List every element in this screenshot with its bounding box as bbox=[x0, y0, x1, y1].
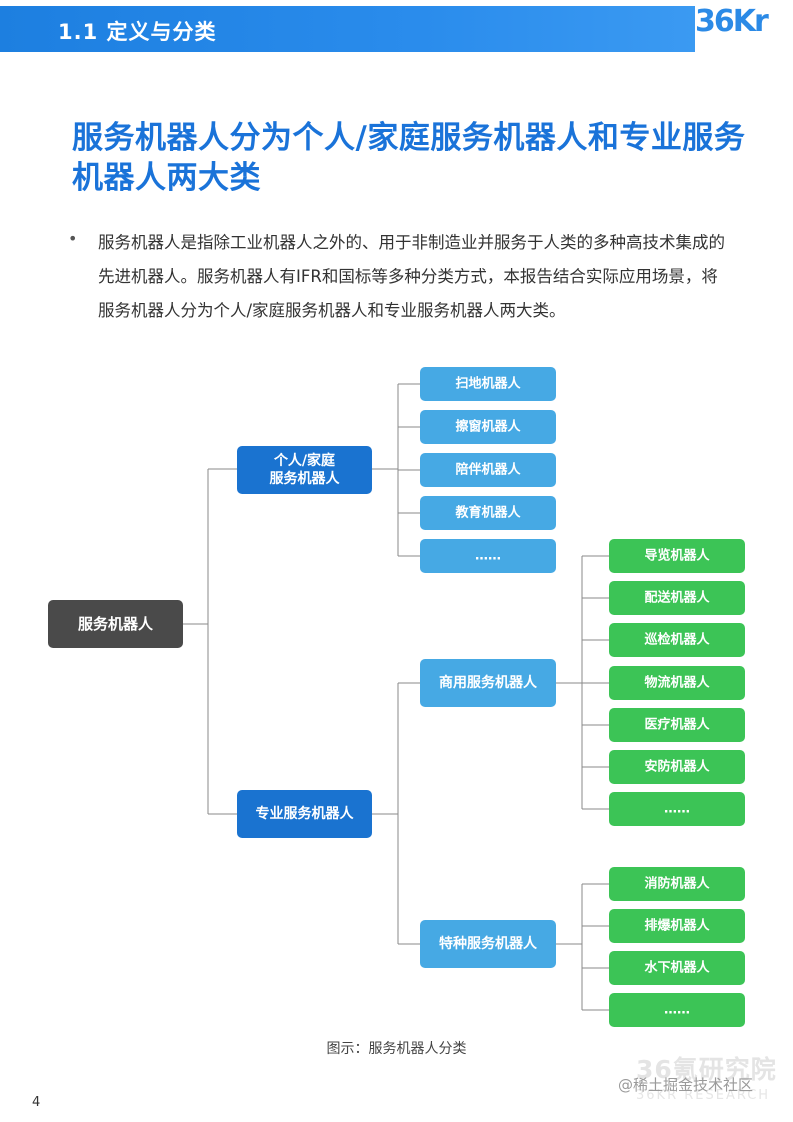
node-personal-label: 个人/家庭 bbox=[273, 452, 336, 469]
node-personal-leaf-label: 陪伴机器人 bbox=[455, 462, 521, 478]
node-commercial-leaf-box bbox=[609, 623, 745, 657]
node-commercial-leaf-label: 巡检机器人 bbox=[644, 632, 710, 648]
node-special-box bbox=[420, 920, 556, 968]
node-commercial-leaf: 导览机器人 bbox=[609, 539, 745, 573]
watermark-brand: 36氪研究院 bbox=[636, 1055, 777, 1084]
logo-text: 36Kr bbox=[695, 4, 769, 39]
bullet-paragraph: 服务机器人是指除工业机器人之外的、用于非制造业并服务于人类的多种高技术集成的先进… bbox=[98, 233, 725, 320]
node-special-label: 特种服务机器人 bbox=[439, 935, 538, 952]
node-professional: 专业服务机器人 bbox=[237, 790, 372, 838]
node-special: 特种服务机器人 bbox=[420, 920, 556, 968]
bullet-marker: • bbox=[68, 229, 78, 248]
node-special-leaf-box bbox=[609, 993, 745, 1027]
node-personal-leaf-box bbox=[420, 410, 556, 444]
node-personal-leaf: 陪伴机器人 bbox=[420, 453, 556, 487]
node-commercial-leaf: 安防机器人 bbox=[609, 750, 745, 784]
section-title: 1.1 定义与分类 bbox=[58, 20, 217, 44]
node-commercial-leaf-label: 医疗机器人 bbox=[644, 717, 710, 733]
node-personal-leaf-label: 擦窗机器人 bbox=[455, 419, 521, 435]
watermark-sub: 36KR RESEARCH bbox=[636, 1088, 771, 1103]
node-commercial-leaf-box bbox=[609, 581, 745, 615]
node-root-label: 服务机器人 bbox=[78, 615, 154, 633]
node-special-leaf-box bbox=[609, 909, 745, 943]
node-commercial-leaf: 巡检机器人 bbox=[609, 623, 745, 657]
node-commercial-leaf-box bbox=[609, 792, 745, 826]
node-personal-leaf: 扫地机器人 bbox=[420, 367, 556, 401]
node-root: 服务机器人 bbox=[48, 600, 183, 648]
page-number: 4 bbox=[32, 1095, 41, 1110]
node-personal-leaf: …… bbox=[420, 539, 556, 573]
node-special-leaf-label: 消防机器人 bbox=[644, 876, 710, 892]
node-personal-leaf-label: 扫地机器人 bbox=[455, 376, 521, 392]
node-commercial-leaf-label: 安防机器人 bbox=[644, 759, 710, 775]
watermark-community: @稀土掘金技术社区 bbox=[618, 1076, 754, 1094]
header-bar: 1.1 定义与分类 36Kr bbox=[0, 0, 793, 54]
node-commercial-leaf: 配送机器人 bbox=[609, 581, 745, 615]
node-personal-leaf-label: 教育机器人 bbox=[454, 505, 521, 521]
page-headline: 服务机器人分为个人/家庭服务机器人和专业服务机器人两大类 bbox=[72, 120, 746, 196]
node-personal-box bbox=[237, 446, 372, 494]
brand-logo: 36Kr bbox=[695, 0, 793, 54]
node-personal-leaf-box bbox=[420, 367, 556, 401]
node-personal: 个人/家庭服务机器人 bbox=[237, 446, 372, 494]
node-special-leaf: 消防机器人 bbox=[609, 867, 745, 901]
classification-diagram: 服务机器人个人/家庭服务机器人专业服务机器人扫地机器人擦窗机器人陪伴机器人教育机… bbox=[48, 367, 745, 1027]
node-special-leaf-label: …… bbox=[664, 1003, 690, 1018]
node-personal-leaf: 擦窗机器人 bbox=[420, 410, 556, 444]
node-personal-leaf-box bbox=[420, 453, 556, 487]
node-commercial-leaf-box bbox=[609, 708, 745, 742]
node-commercial-leaf: 医疗机器人 bbox=[609, 708, 745, 742]
node-commercial-leaf: 物流机器人 bbox=[609, 666, 745, 700]
node-root-box bbox=[48, 600, 183, 648]
figure-caption: 图示：服务机器人分类 bbox=[326, 1041, 467, 1057]
node-commercial-leaf-box bbox=[609, 539, 745, 573]
node-special-leaf: 排爆机器人 bbox=[609, 909, 745, 943]
node-special-leaf-label: 排爆机器人 bbox=[644, 918, 710, 934]
node-personal-label: 服务机器人 bbox=[270, 470, 341, 487]
node-commercial-leaf-box bbox=[609, 666, 745, 700]
node-commercial-leaf-label: 物流机器人 bbox=[644, 675, 710, 691]
node-commercial-box bbox=[420, 659, 556, 707]
node-personal-leaf-box bbox=[420, 539, 556, 573]
node-professional-label: 专业服务机器人 bbox=[256, 805, 355, 822]
node-commercial-leaf-label: 配送机器人 bbox=[644, 590, 710, 606]
node-special-leaf-box bbox=[609, 951, 745, 985]
node-special-leaf: 水下机器人 bbox=[609, 951, 745, 985]
node-commercial-leaf-label: …… bbox=[664, 802, 690, 817]
node-professional-box bbox=[237, 790, 372, 838]
header-banner bbox=[0, 6, 700, 52]
node-commercial: 商用服务机器人 bbox=[420, 659, 556, 707]
node-commercial-leaf-label: 导览机器人 bbox=[644, 548, 710, 564]
node-special-leaf: …… bbox=[609, 993, 745, 1027]
node-special-leaf-box bbox=[609, 867, 745, 901]
node-personal-leaf-box bbox=[420, 496, 556, 530]
node-personal-leaf-label: …… bbox=[475, 549, 501, 564]
node-commercial-leaf-box bbox=[609, 750, 745, 784]
node-personal-leaf: 教育机器人 bbox=[420, 496, 556, 530]
node-commercial-label: 商用服务机器人 bbox=[439, 674, 538, 691]
node-commercial-leaf: …… bbox=[609, 792, 745, 826]
node-special-leaf-label: 水下机器人 bbox=[644, 960, 710, 976]
